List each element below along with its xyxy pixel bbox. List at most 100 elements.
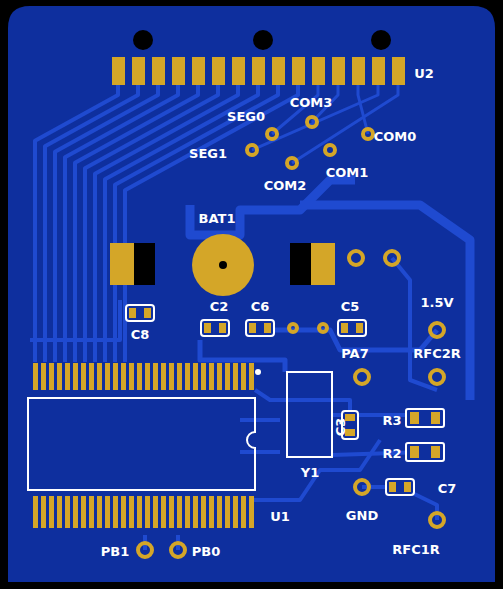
chip-pin [233,496,238,528]
smd-pad [431,446,440,458]
part-label: COM2 [264,179,307,192]
edge-finger [272,57,285,85]
edge-finger [212,57,225,85]
test-pad [138,543,152,557]
smd-pad [345,414,355,421]
part-label: C7 [438,482,457,495]
smd-pad [129,308,136,318]
smd-outline [201,320,229,336]
chip-pin [73,363,78,390]
chip-pin [177,363,182,390]
smd-pad [410,412,419,424]
trace [358,85,368,134]
part-label: COM3 [290,96,333,109]
chip-pin [217,496,222,528]
chip-pin [33,496,38,528]
battery-center [219,261,227,269]
test-pad [355,370,369,384]
chip-pin [145,496,150,528]
smd-outline [246,320,274,336]
test-pad [171,543,185,557]
mount-hole [133,30,153,50]
smd-pad [204,323,211,333]
trace [255,390,350,415]
trace [240,420,280,452]
battery-clip [290,243,335,285]
test-pad [325,145,335,155]
chip-outline [28,398,255,490]
part-label: RFC2R [413,347,461,360]
edge-finger [292,57,305,85]
test-pad [307,117,317,127]
chip-pin [81,363,86,390]
smd-pad [404,482,411,492]
part-label: U2 [414,67,434,80]
test-pad [430,370,444,384]
chip-pin [33,363,38,390]
chip-pin [97,363,102,390]
test-pad [385,251,399,265]
test-pad [287,158,297,168]
edge-finger [252,57,265,85]
part-label: RFC1R [392,543,440,556]
edge-finger [112,57,125,85]
chip-pin [89,363,94,390]
chip-pin [161,363,166,390]
smd-pad [219,323,226,333]
copper-traces [30,85,470,550]
chip-pin [169,496,174,528]
test-pad [349,251,363,265]
chip-pin [185,363,190,390]
chip-pin [113,496,118,528]
part-label: 1.5V [420,296,453,309]
chip-pin [121,363,126,390]
chip-pin [81,496,86,528]
smd-outline [126,305,154,321]
chip-pin [89,496,94,528]
chip-pin [73,496,78,528]
chip-pin [121,496,126,528]
part-label: C6 [251,300,270,313]
chip-pin [177,496,182,528]
chip-pin [65,363,70,390]
trace [392,258,437,390]
chip-pin [209,496,214,528]
chip-pin [217,363,222,390]
part-label: PB1 [101,545,129,558]
chip-pin [49,363,54,390]
battery-clip [134,243,155,285]
edge-finger [392,57,405,85]
edge-finger [132,57,145,85]
trace [250,440,380,500]
chip-pin [209,363,214,390]
chip-pin [97,496,102,528]
chip-pin [161,496,166,528]
trace [300,205,470,400]
smd-pad [389,482,396,492]
smd-outline [338,320,366,336]
edge-finger [372,57,385,85]
test-pad [363,129,373,139]
board-outline [8,6,495,582]
edge-finger [232,57,245,85]
chip-pin [65,496,70,528]
part-label: PA7 [341,347,368,360]
chip-pin [137,363,142,390]
chip-pin [169,363,174,390]
part-label: BAT1 [199,212,236,225]
chip-pin [137,496,142,528]
chip-pin [105,496,110,528]
chip-pin [57,363,62,390]
chip-pin [153,363,158,390]
edge-finger [312,57,325,85]
part-label: C3 [334,418,347,437]
chip-pin [41,363,46,390]
part-label: U1 [270,510,290,523]
chip-pin [249,363,254,390]
part-label: C5 [341,300,360,313]
chip-pin [201,363,206,390]
chip-pin [201,496,206,528]
part-label: R3 [382,414,401,427]
chip-pin [225,496,230,528]
